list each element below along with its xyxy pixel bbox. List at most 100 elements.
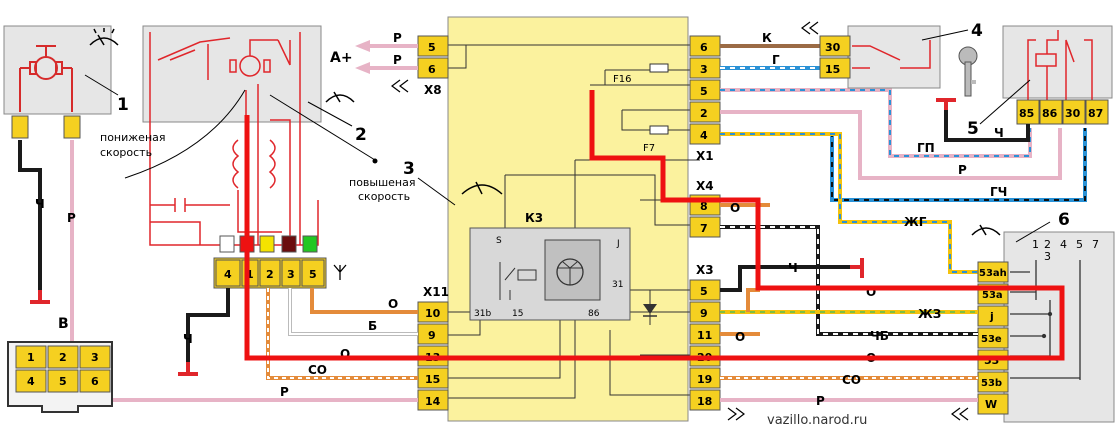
motor-icon xyxy=(19,45,73,112)
wire-label-k: К xyxy=(762,31,772,45)
relay-k3-pin-s: S xyxy=(496,236,502,246)
stalk-leader xyxy=(1015,221,1051,243)
svg-text:5: 5 xyxy=(700,285,708,298)
unit-leader xyxy=(417,177,456,206)
relay-leader xyxy=(979,79,1031,125)
wire-label-o5: О xyxy=(388,297,398,311)
wire-ch-x3-5 xyxy=(720,265,860,292)
svg-text:6: 6 xyxy=(428,63,436,76)
svg-text:5: 5 xyxy=(1076,238,1083,251)
svg-text:53e: 53e xyxy=(981,334,1002,345)
wiper-icon xyxy=(89,28,119,46)
highlight-path xyxy=(244,90,1065,361)
svg-text:15: 15 xyxy=(425,373,440,386)
relay-k3-label: К3 xyxy=(525,211,543,225)
svg-text:5: 5 xyxy=(428,41,436,54)
svg-text:6: 6 xyxy=(91,375,99,388)
component-number-6: 6 xyxy=(1058,210,1070,230)
wire-orange-o xyxy=(310,288,418,314)
svg-text:2: 2 xyxy=(59,351,67,364)
svg-text:j: j xyxy=(989,310,994,323)
stalk-wiper-icon xyxy=(971,224,1001,236)
ground-stub-3 xyxy=(944,98,948,110)
component-number-1: 1 xyxy=(117,95,129,115)
stalk-pins: 53ah 53a j 53e 53 53b W xyxy=(977,261,1009,415)
relay-k3-pin-86: 86 xyxy=(588,309,600,319)
relay-5-pins: 85 86 30 87 xyxy=(1016,99,1109,125)
svg-text:19: 19 xyxy=(697,373,712,386)
ground-stub-2 xyxy=(186,362,190,374)
wiper-motor-module xyxy=(142,25,322,123)
a-plus-label: А+ xyxy=(330,50,353,66)
relay-k3-contact xyxy=(499,262,516,300)
arrow-x1 xyxy=(801,21,819,35)
svg-text:F7: F7 xyxy=(643,143,655,154)
wire-label-r1: Р xyxy=(393,31,402,45)
svg-text:6: 6 xyxy=(700,41,708,54)
low-speed-label-2: скорость xyxy=(100,146,152,159)
unit-number-3: 3 xyxy=(403,159,415,179)
wire-label-zhg: ЖГ xyxy=(904,215,927,229)
wire-black-white-x4-7-stripe xyxy=(720,226,978,335)
high-speed-leader xyxy=(269,94,376,161)
wire-ch-relay xyxy=(944,104,1030,142)
wire-label-r2: Р xyxy=(393,53,402,67)
wiper-symbol-icon xyxy=(461,181,503,195)
ground-stub xyxy=(38,290,42,302)
svg-text:15: 15 xyxy=(825,63,840,76)
relay-k3-pin-j: J xyxy=(616,239,620,249)
fuse-f16: F16 xyxy=(613,63,669,85)
module-leader xyxy=(307,101,353,127)
wire-motor-black xyxy=(18,140,42,300)
svg-text:53b: 53b xyxy=(981,378,1002,389)
low-speed-leader xyxy=(124,89,246,179)
component-number-2: 2 xyxy=(355,125,367,145)
svg-text:3: 3 xyxy=(91,351,99,364)
wire-label-o6: О xyxy=(340,347,350,361)
fuse-f7: F7 xyxy=(643,125,669,154)
svg-text:X11: X11 xyxy=(423,285,449,299)
wire-white-b-inner xyxy=(289,288,418,335)
svg-text:5: 5 xyxy=(700,85,708,98)
svg-text:10: 10 xyxy=(425,307,441,320)
arrow-bottom-right xyxy=(727,407,969,421)
svg-text:30: 30 xyxy=(1065,107,1081,120)
svg-text:2: 2 xyxy=(1044,238,1051,251)
svg-text:3: 3 xyxy=(1044,250,1051,263)
wire-label-r3: Р xyxy=(958,163,967,177)
relay-k3-pin-15: 15 xyxy=(512,309,523,319)
connector-x3: X3 5 9 11 20 xyxy=(689,263,721,367)
connector-x-right-bottom: 19 18 xyxy=(689,367,721,411)
svg-text:5: 5 xyxy=(59,375,67,388)
wire-label-so1: СО xyxy=(842,373,861,387)
wire-label-ch1: Ч xyxy=(994,126,1004,140)
wire-orange-so-stripe xyxy=(267,288,418,379)
wire-label-o1: О xyxy=(730,201,740,215)
relay-k3-core xyxy=(544,239,601,301)
svg-text:1: 1 xyxy=(27,351,35,364)
wire-zhg-stripe xyxy=(720,133,978,273)
svg-text:X3: X3 xyxy=(696,263,714,277)
stalk-header: 1 2 4 5 7 3 xyxy=(1032,238,1099,263)
x8-wires xyxy=(355,40,418,93)
module-wiper-icon xyxy=(325,91,355,103)
connector-x8: 5 6 X8 xyxy=(417,35,449,97)
connector-b: В 1 2 3 4 5 6 xyxy=(7,316,113,413)
wire-o-x3-9 xyxy=(746,288,760,312)
relay-5-schematic xyxy=(1027,30,1093,100)
relay-k3-transistor-lines xyxy=(558,261,582,285)
wire-label-so2: СО xyxy=(308,363,327,377)
mounting-block xyxy=(447,16,689,422)
high-speed-label-1: повышеная xyxy=(349,176,415,189)
svg-text:4: 4 xyxy=(224,268,232,281)
svg-text:X4: X4 xyxy=(696,179,714,193)
svg-text:1: 1 xyxy=(246,268,254,281)
svg-text:53ah: 53ah xyxy=(979,268,1007,279)
svg-text:3: 3 xyxy=(287,268,295,281)
wire-r3 xyxy=(720,110,1062,180)
ignition-switch-contact xyxy=(852,40,931,69)
svg-text:2: 2 xyxy=(266,268,274,281)
component-number-4: 4 xyxy=(971,21,983,41)
svg-text:18: 18 xyxy=(697,395,712,408)
